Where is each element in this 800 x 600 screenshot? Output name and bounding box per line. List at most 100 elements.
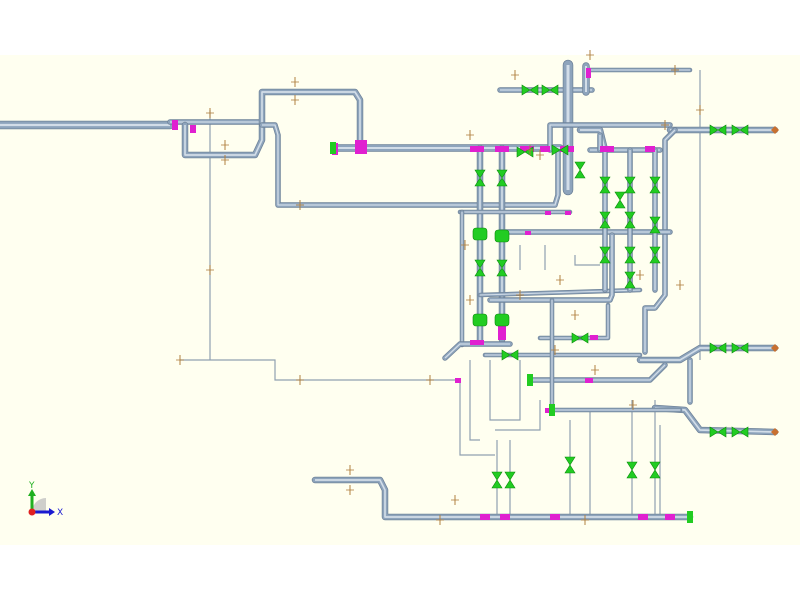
pipe-outline <box>642 127 678 355</box>
valve-icon <box>574 161 586 179</box>
pipe-segment <box>260 123 560 207</box>
flange <box>500 514 510 520</box>
flange <box>665 514 675 520</box>
pipe-segment <box>637 345 778 363</box>
thin-lines <box>180 70 701 517</box>
flange <box>590 335 598 340</box>
end-cap-icon <box>330 142 336 154</box>
flange <box>645 146 655 152</box>
y-axis-label: Y <box>28 481 35 491</box>
valve-actuator-icon <box>494 313 510 327</box>
valve-icon <box>649 246 661 264</box>
valve-icon <box>624 246 636 264</box>
valve-icon <box>709 342 727 354</box>
pipe-highlight <box>644 129 676 352</box>
valve-icon <box>626 461 638 479</box>
flange <box>586 68 591 78</box>
valve-icon <box>599 176 611 194</box>
flange <box>495 146 509 152</box>
flange <box>455 378 461 383</box>
valve-icon <box>491 471 503 489</box>
thin-pipe <box>459 380 495 456</box>
triad-plane-icon <box>32 498 46 512</box>
pipe-highlight <box>262 124 559 206</box>
valve-icon <box>521 84 539 96</box>
valve-icon <box>731 426 749 438</box>
valve-icon <box>474 259 486 277</box>
valve-icon <box>709 426 727 438</box>
flange <box>470 340 484 345</box>
thin-pipe <box>495 400 541 431</box>
pipe-highlight <box>315 479 690 518</box>
valve-actuator-icon <box>472 227 488 241</box>
thin-pipe <box>574 255 600 266</box>
valve-icon <box>614 191 626 209</box>
pipe-outline <box>259 122 561 208</box>
valve-icon <box>496 169 508 187</box>
flange <box>355 140 367 154</box>
pipe-highlight <box>530 364 666 381</box>
nozzle-icon <box>771 428 779 436</box>
pipes <box>0 59 779 521</box>
valve-icon <box>649 216 661 234</box>
flange <box>638 514 648 520</box>
valve-icon <box>551 144 569 156</box>
pipe-segment <box>312 477 693 520</box>
valve-icon <box>496 259 508 277</box>
end-cap-icon <box>687 511 693 523</box>
thin-pipe <box>469 360 480 441</box>
flange <box>190 125 196 133</box>
valves <box>330 84 779 523</box>
valve-actuator-icon <box>472 313 488 327</box>
dimension-markers <box>176 50 704 525</box>
end-cap-icon <box>527 374 533 386</box>
valve-icon <box>474 169 486 187</box>
pipe-outline <box>311 476 694 521</box>
valve-icon <box>709 124 727 136</box>
y-arrowhead-icon <box>28 489 36 496</box>
pipe-highlight <box>580 129 606 151</box>
flange <box>498 326 506 340</box>
valve-icon <box>649 461 661 479</box>
z-axis-dot <box>28 508 36 516</box>
valve-icon <box>504 471 516 489</box>
pipe-highlight <box>184 91 361 156</box>
valve-icon <box>649 176 661 194</box>
nozzle-icon <box>771 344 779 352</box>
valve-icon <box>564 456 576 474</box>
axis-triad: Y X <box>28 481 63 518</box>
valve-icon <box>571 332 589 344</box>
pipe-segment <box>643 128 677 354</box>
end-cap-icon <box>549 404 555 416</box>
flange <box>470 146 484 152</box>
flange <box>550 514 560 520</box>
valve-icon <box>624 271 636 289</box>
valve-icon <box>516 146 534 158</box>
valve-icon <box>624 176 636 194</box>
flange <box>525 231 531 235</box>
valve-icon <box>624 211 636 229</box>
flange <box>540 146 550 152</box>
pipe-highlight <box>540 305 609 339</box>
flange <box>565 211 571 215</box>
flange <box>545 211 551 215</box>
valve-actuator-icon <box>494 229 510 243</box>
thin-pipe <box>489 360 521 421</box>
pipe-highlight <box>444 343 510 359</box>
thin-pipe <box>180 359 455 381</box>
flange <box>172 120 178 130</box>
valve-icon <box>501 349 519 361</box>
valve-icon <box>541 84 559 96</box>
flange <box>480 514 490 520</box>
x-arrowhead-icon <box>49 508 55 516</box>
valve-icon <box>731 124 749 136</box>
nozzle-icon <box>771 126 779 134</box>
valve-icon <box>599 211 611 229</box>
valve-icon <box>731 342 749 354</box>
flange <box>520 146 534 152</box>
flange <box>585 378 593 383</box>
flange <box>600 146 614 152</box>
pipe-highlight <box>549 124 670 150</box>
valve-icon <box>599 246 611 264</box>
